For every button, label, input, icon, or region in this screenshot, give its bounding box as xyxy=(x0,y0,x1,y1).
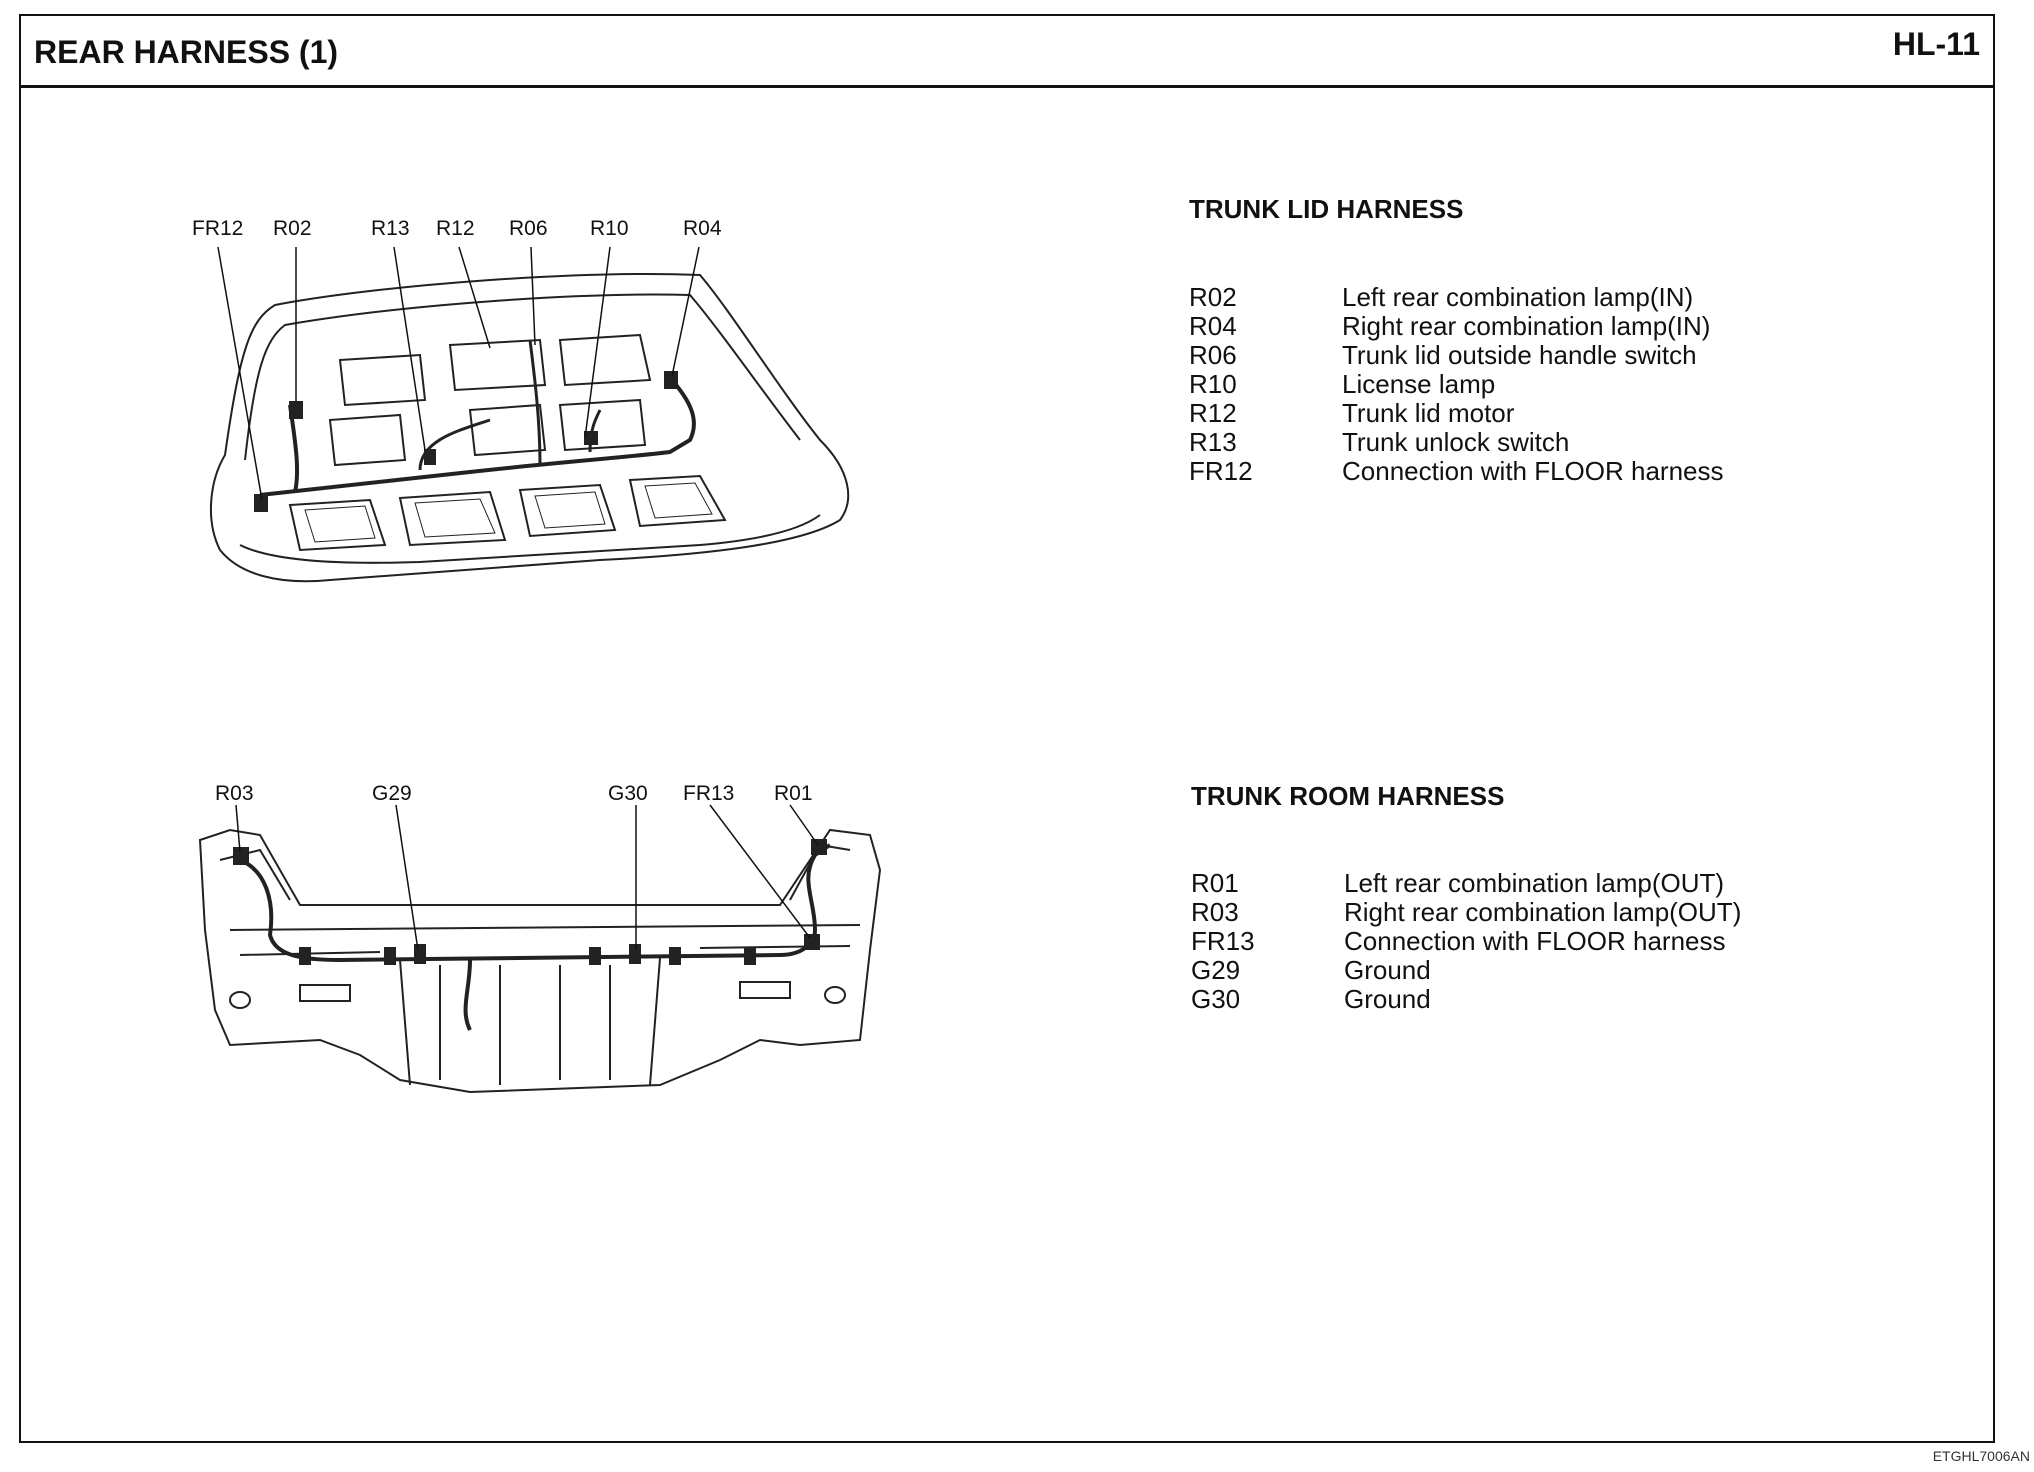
figure-code: ETGHL7006AN xyxy=(1932,1448,2030,1464)
legend-row: FR13 Connection with FLOOR harness xyxy=(1191,927,1741,956)
legend-row: R03 Right rear combination lamp(OUT) xyxy=(1191,898,1741,927)
callout-g29: G29 xyxy=(372,782,412,805)
legend-row: R01 Left rear combination lamp(OUT) xyxy=(1191,869,1741,898)
page-header: REAR HARNESS (1) HL-11 xyxy=(21,16,1993,88)
legend-code: R03 xyxy=(1191,897,1239,927)
legend-row: R13 Trunk unlock switch xyxy=(1189,428,1724,457)
legend-desc: License lamp xyxy=(1342,369,1496,399)
callout-r03: R03 xyxy=(215,782,254,805)
legend-code: FR13 xyxy=(1191,926,1255,956)
legend-code: R02 xyxy=(1189,282,1237,312)
legend-desc: Right rear combination lamp(OUT) xyxy=(1344,897,1742,927)
callout-r04: R04 xyxy=(683,217,722,240)
legend-row: R02 Left rear combination lamp(IN) xyxy=(1189,283,1724,312)
legend-desc: Right rear combination lamp(IN) xyxy=(1342,311,1711,341)
legend-code: R12 xyxy=(1189,398,1237,428)
legend-code: R10 xyxy=(1189,369,1237,399)
legend-code: FR12 xyxy=(1189,456,1253,486)
page-title: REAR HARNESS (1) xyxy=(34,34,339,70)
leader-lines xyxy=(217,246,819,951)
trunk-room-legend: R01 Left rear combination lamp(OUT) R03 Ri… xyxy=(1191,869,1741,1014)
legend-code: R01 xyxy=(1191,868,1239,898)
legend-row: R12 Trunk lid motor xyxy=(1189,399,1724,428)
callout-r12: R12 xyxy=(436,217,475,240)
legend-code: R13 xyxy=(1189,427,1237,457)
legend-row: R06 Trunk lid outside handle switch xyxy=(1189,341,1724,370)
callout-r10: R10 xyxy=(590,217,629,240)
legend-code: G29 xyxy=(1191,955,1241,985)
legend-row: G29 Ground xyxy=(1191,956,1741,985)
legend-row: G30 Ground xyxy=(1191,985,1741,1014)
legend-row: FR12 Connection with FLOOR harness xyxy=(1189,457,1724,486)
trunk-room-heading: TRUNK ROOM HARNESS xyxy=(1191,781,1505,811)
page-number: HL-11 xyxy=(1892,26,1980,62)
legend-desc: Ground xyxy=(1344,984,1431,1014)
legend-desc: Trunk lid outside handle switch xyxy=(1342,340,1697,370)
legend-code: G30 xyxy=(1191,984,1241,1014)
trunk-room-drawing xyxy=(198,828,882,1094)
trunk-lid-legend: R02 Left rear combination lamp(IN) R04 Rig… xyxy=(1189,283,1724,486)
callout-r13: R13 xyxy=(371,217,410,240)
page-frame: REAR HARNESS (1) HL-11 xyxy=(19,14,1995,1443)
callout-r02: R02 xyxy=(273,217,312,240)
callout-fr13: FR13 xyxy=(683,782,735,805)
trunk-lid-drawing xyxy=(210,273,850,583)
trunk-lid-heading: TRUNK LID HARNESS xyxy=(1189,194,1464,224)
legend-code: R06 xyxy=(1189,340,1237,370)
legend-desc: Trunk lid motor xyxy=(1342,398,1515,428)
callout-fr12: FR12 xyxy=(192,217,244,240)
legend-code: R04 xyxy=(1189,311,1237,341)
callout-r06: R06 xyxy=(509,217,548,240)
legend-desc: Connection with FLOOR harness xyxy=(1342,456,1724,486)
legend-row: R04 Right rear combination lamp(IN) xyxy=(1189,312,1724,341)
legend-desc: Trunk unlock switch xyxy=(1342,427,1570,457)
callout-g30: G30 xyxy=(608,782,648,805)
legend-desc: Ground xyxy=(1344,955,1431,985)
legend-row: R10 License lamp xyxy=(1189,370,1724,399)
callout-r01: R01 xyxy=(774,782,813,805)
legend-desc: Left rear combination lamp(OUT) xyxy=(1344,868,1725,898)
legend-desc: Connection with FLOOR harness xyxy=(1344,926,1726,956)
legend-desc: Left rear combination lamp(IN) xyxy=(1342,282,1694,312)
